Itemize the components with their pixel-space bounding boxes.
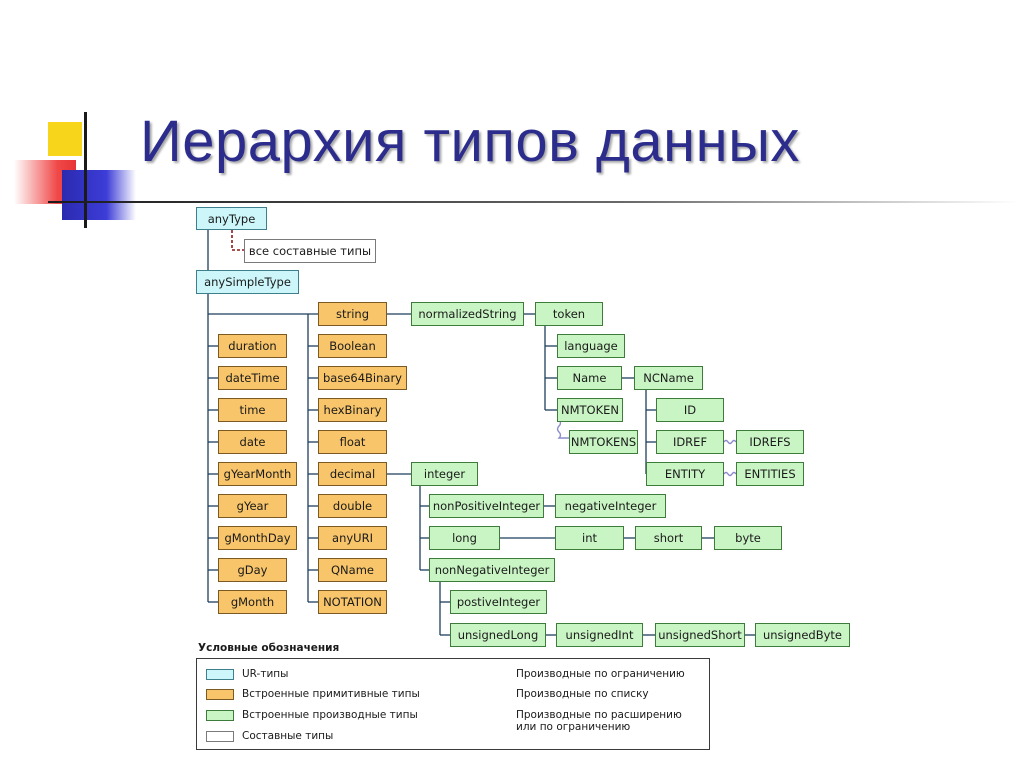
legend-item-derived: Встроенные производные типы bbox=[206, 709, 418, 721]
page-title: Иерархия типов данных bbox=[140, 109, 800, 174]
node-ncname: NCName bbox=[634, 366, 703, 390]
legend-label-ur: UR-типы bbox=[242, 668, 289, 680]
connector-idrefs-list bbox=[723, 439, 737, 445]
node-float: float bbox=[318, 430, 387, 454]
node-unsignedbyte: unsignedByte bbox=[755, 623, 850, 647]
node-nonpositiveinteger: nonPositiveInteger bbox=[429, 494, 544, 518]
node-normalizedstring: normalizedString bbox=[411, 302, 524, 326]
legend-label-extension-1: Производные по расширению bbox=[516, 709, 682, 721]
node-unsignedint: unsignedInt bbox=[556, 623, 643, 647]
legend-item-ur: UR-типы bbox=[206, 668, 288, 680]
legend-title: Условные обозначения bbox=[198, 642, 340, 654]
node-name: Name bbox=[557, 366, 622, 390]
node-byte: byte bbox=[714, 526, 782, 550]
node-gmonthday: gMonthDay bbox=[218, 526, 297, 550]
node-language: language bbox=[557, 334, 625, 358]
legend-item-primitive: Встроенные примитивные типы bbox=[206, 688, 420, 700]
legend-label-derived: Встроенные производные типы bbox=[242, 709, 418, 721]
node-gday: gDay bbox=[218, 558, 287, 582]
decor-vertical-bar bbox=[84, 112, 87, 228]
node-anyuri: anyURI bbox=[318, 526, 387, 550]
legend-label-extension-2: или по ограничению bbox=[516, 721, 631, 733]
node-nmtoken: NMTOKEN bbox=[557, 398, 623, 422]
node-integer: integer bbox=[411, 462, 478, 486]
legend-label-primitive: Встроенные примитивные типы bbox=[242, 688, 420, 700]
node-nonnegativeinteger: nonNegativeInteger bbox=[429, 558, 555, 582]
node-decimal: decimal bbox=[318, 462, 387, 486]
node-nmtokens: NMTOKENS bbox=[569, 430, 638, 454]
legend-swatch-derived bbox=[206, 709, 234, 721]
connector-entities-list bbox=[723, 471, 737, 477]
legend bbox=[196, 658, 710, 750]
node-gmonth: gMonth bbox=[218, 590, 287, 614]
node-time: time bbox=[218, 398, 287, 422]
node-idref: IDREF bbox=[656, 430, 724, 454]
node-base64binary: base64Binary bbox=[318, 366, 407, 390]
connector-composite-extension bbox=[231, 230, 244, 251]
node-date: date bbox=[218, 430, 287, 454]
node-short: short bbox=[635, 526, 702, 550]
node-entity: ENTITY bbox=[646, 462, 724, 486]
node-composite-types: все составные типы bbox=[244, 239, 376, 263]
legend-label-restriction: Производные по ограничению bbox=[516, 668, 685, 680]
legend-item-composite: Составные типы bbox=[206, 730, 333, 742]
decor-blue-block bbox=[62, 170, 136, 220]
node-int: int bbox=[555, 526, 624, 550]
node-unsignedlong: unsignedLong bbox=[450, 623, 546, 647]
node-gyearmonth: gYearMonth bbox=[218, 462, 297, 486]
node-postiveinteger: postiveInteger bbox=[450, 590, 547, 614]
connector-nmtokens-list bbox=[556, 419, 569, 439]
node-datetime: dateTime bbox=[218, 366, 287, 390]
node-hexbinary: hexBinary bbox=[318, 398, 387, 422]
decor-yellow-block bbox=[48, 122, 82, 156]
legend-item-extension: Производные по расширению или по огранич… bbox=[516, 709, 682, 733]
node-notation: NOTATION bbox=[318, 590, 387, 614]
node-long: long bbox=[429, 526, 500, 550]
node-gyear: gYear bbox=[218, 494, 287, 518]
node-unsignedshort: unsignedShort bbox=[655, 623, 745, 647]
legend-item-list: Производные по списку bbox=[516, 688, 649, 700]
legend-label-composite: Составные типы bbox=[242, 730, 334, 742]
title-underline bbox=[48, 201, 1018, 203]
node-qname: QName bbox=[318, 558, 387, 582]
legend-swatch-primitive bbox=[206, 688, 234, 700]
node-idrefs: IDREFS bbox=[736, 430, 804, 454]
node-id: ID bbox=[656, 398, 724, 422]
node-entities: ENTITIES bbox=[736, 462, 804, 486]
node-string: string bbox=[318, 302, 387, 326]
node-boolean: Boolean bbox=[318, 334, 387, 358]
node-anysimpletype: anySimpleType bbox=[196, 270, 299, 294]
node-token: token bbox=[535, 302, 603, 326]
legend-swatch-composite bbox=[206, 730, 234, 742]
node-anytype: anyType bbox=[196, 207, 267, 230]
node-negativeinteger: negativeInteger bbox=[555, 494, 666, 518]
legend-item-restriction: Производные по ограничению bbox=[516, 668, 685, 680]
legend-label-list: Производные по списку bbox=[516, 688, 649, 700]
node-duration: duration bbox=[218, 334, 287, 358]
legend-swatch-ur bbox=[206, 668, 234, 680]
node-double: double bbox=[318, 494, 387, 518]
